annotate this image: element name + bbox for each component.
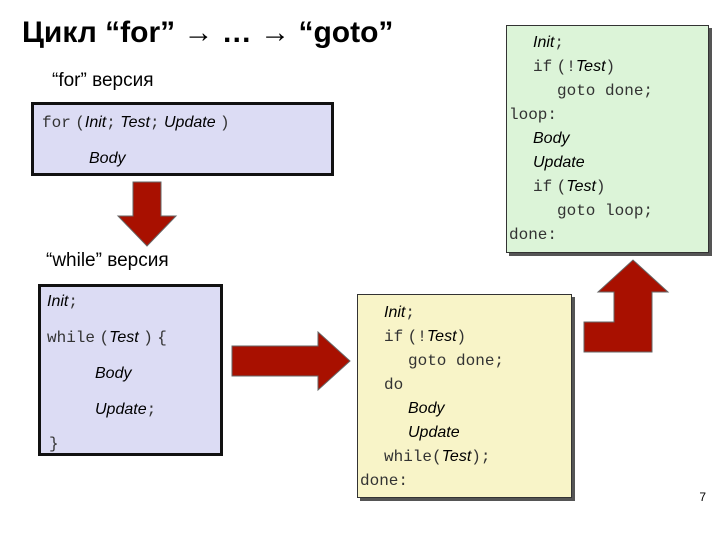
gt-init: Init [533,34,555,51]
while-update-line: Update; [95,400,156,420]
dw-while-keyword: while( [384,448,442,466]
while-close-paren: ) [143,329,153,347]
gt-done-label: done: [509,226,558,244]
gt-update: Update [533,154,585,171]
for-close-paren: ) [220,114,230,132]
dw-if-open: (! [407,328,427,346]
while-init-semi: ; [68,293,78,311]
dw-init-line: Init; [384,303,415,323]
while-init-line: Init; [47,292,78,312]
gt-loop-label: loop: [509,106,558,124]
gt-if-test: Test [575,58,606,75]
while-keyword: while [47,329,96,347]
for-keyword: for [42,114,71,132]
for-test: Test [120,114,150,131]
for-header-line: for (Init; Test; Update ) [42,113,230,133]
for-body: Body [89,150,126,167]
right-arrow-icon [231,330,351,392]
for-version-label: “for” версия [52,70,154,91]
dw-while-test: Test [441,448,472,465]
dw-do-keyword: do [384,376,404,394]
page-number: 7 [699,490,706,504]
gt-init-semi: ; [554,34,564,52]
goto-code-box: Init; if (!Test) goto done; loop: Body U… [506,25,709,253]
gt-if-close: ) [605,58,616,76]
while-test: Test [109,329,139,346]
for-code-box: for (Init; Test; Update ) Body [31,102,334,176]
down-arrow-icon [116,181,178,247]
dw-if-close: ) [456,328,467,346]
dw-init: Init [384,304,406,321]
while-version-label: “while” версия [46,250,169,271]
dw-while-line: while(Test); [384,447,490,467]
dw-if-line: if (!Test) [384,327,466,347]
for-open-paren: ( [75,114,85,132]
for-sep1: ; [106,114,116,132]
for-update: Update [164,114,216,131]
dw-update: Update [408,424,460,441]
while-init: Init [47,293,69,310]
dw-while-close: ); [471,448,491,466]
gt-if2-test: Test [566,178,596,195]
while-brace-open: { [157,329,167,347]
gt-goto-loop: goto loop; [557,202,654,220]
while-update-semi: ; [146,401,157,419]
while-code-box: Init; while (Test ) { Body Update; } [38,284,223,456]
up-arrow-icon [583,259,670,353]
gt-if-line: if (!Test) [533,57,615,77]
dw-init-semi: ; [405,304,415,322]
dw-done-label: done: [360,472,409,490]
gt-if2-keyword: if [533,178,553,196]
for-init: Init [84,114,107,131]
page-title: Цикл “for” → … → “goto” [22,16,394,49]
gt-if2-close: ) [595,178,606,196]
gt-init-line: Init; [533,33,564,53]
gt-if2-line: if (Test) [533,177,606,197]
while-brace-close: } [49,435,59,453]
for-sep2: ; [149,114,160,132]
dw-if-test: Test [426,328,457,345]
while-body: Body [95,365,132,382]
dowhile-code-box: Init; if (!Test) goto done; do Body Upda… [357,294,572,498]
gt-body: Body [533,130,570,147]
dw-goto-done: goto done; [408,352,505,370]
dw-body: Body [408,400,445,417]
while-header-line: while (Test ) { [47,328,167,348]
gt-if-open: (! [556,58,576,76]
gt-if-keyword: if [533,58,553,76]
dw-if-keyword: if [384,328,404,346]
while-open-paren: ( [99,329,110,347]
while-update: Update [95,401,147,418]
gt-if2-open: ( [556,178,567,196]
gt-goto-done: goto done; [557,82,654,100]
